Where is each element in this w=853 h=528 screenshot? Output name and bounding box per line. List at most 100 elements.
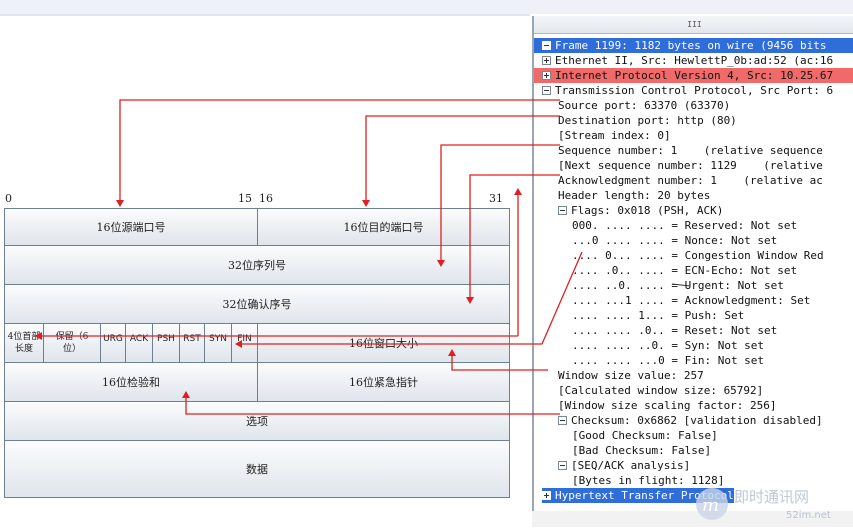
watermark: m 即时通讯网 52im.net	[690, 480, 850, 524]
tree-row-label: ...0 .... .... = Nonce: Not set	[572, 234, 778, 247]
field-options: 选项	[4, 401, 510, 441]
tcp-header-diagram: 16位源端口号 16位目的端口号 32位序列号 32位确认序号 4位首部长度 保…	[4, 208, 510, 498]
tree-row-label: 000. .... .... = Reserved: Not set	[572, 219, 798, 232]
tree-row[interactable]: .... .0.. .... = ECN-Echo: Not set	[572, 263, 797, 278]
tree-row-label: .... .... 1... = Push: Set	[572, 309, 745, 322]
tree-row-label: Flags: 0x018 (PSH, ACK)	[571, 204, 724, 217]
watermark-url: 52im.net	[786, 510, 831, 521]
tree-row-label: Ethernet II, Src: HewlettP_0b:ad:52 (ac:…	[555, 54, 834, 67]
collapse-icon[interactable]	[558, 416, 567, 425]
field-window: 16位窗口大小	[257, 323, 510, 363]
tree-row-label: [SEQ/ACK analysis]	[571, 459, 691, 472]
bit-label-31: 31	[489, 192, 503, 205]
tree-row[interactable]: [Window size scaling factor: 256]	[558, 398, 777, 413]
tree-row[interactable]: Hypertext Transfer Protocol	[542, 488, 734, 503]
tree-row[interactable]: Ethernet II, Src: HewlettP_0b:ad:52 (ac:…	[542, 53, 833, 68]
tree-row-label: .... ...1 .... = Acknowledgment: Set	[572, 294, 811, 307]
field-ack: 32位确认序号	[4, 284, 510, 324]
tree-row[interactable]: Acknowledgment number: 1 (relative ac	[558, 173, 823, 188]
tree-row[interactable]: Flags: 0x018 (PSH, ACK)	[558, 203, 723, 218]
flag-fin: FIN	[231, 323, 258, 363]
flag-ack: ACK	[125, 323, 153, 363]
field-seq: 32位序列号	[4, 245, 510, 285]
tree-row-label: Transmission Control Protocol, Src Port:…	[555, 84, 834, 97]
tree-row[interactable]: .... .... .0.. = Reset: Not set	[572, 323, 777, 338]
expand-icon[interactable]	[542, 491, 551, 500]
tree-row-label: [Calculated window size: 65792]	[558, 384, 764, 397]
tree-row-label: Sequence number: 1 (relative sequence	[558, 144, 823, 157]
tree-row[interactable]: [Bad Checksum: False]	[572, 443, 711, 458]
arrow-source-port	[116, 99, 560, 207]
tree-row-label: .... .... ..0. = Syn: Not set	[572, 339, 765, 352]
tree-row[interactable]: .... 0... .... = Congestion Window Red	[572, 248, 824, 263]
tree-row[interactable]: Destination port: http (80)	[558, 113, 737, 128]
tree-row-label: Checksum: 0x6862 [validation disabled]	[571, 414, 823, 427]
tree-row-label: Header length: 20 bytes	[558, 189, 711, 202]
expand-icon[interactable]	[542, 71, 551, 80]
tree-row[interactable]: .... ..0. .... = Urgent: Not set	[572, 278, 784, 293]
tree-row[interactable]: .... ...1 .... = Acknowledgment: Set	[572, 293, 810, 308]
tree-row[interactable]: [Stream index: 0]	[558, 128, 671, 143]
arrow-destination-port	[362, 115, 560, 207]
expand-icon[interactable]	[542, 56, 551, 65]
tree-row-label: [Good Checksum: False]	[572, 429, 718, 442]
tree-row[interactable]: .... .... 1... = Push: Set	[572, 308, 744, 323]
tree-row-label: Source port: 63370 (63370)	[558, 99, 731, 112]
tree-row-label: [Next sequence number: 1129 (relative	[558, 159, 823, 172]
tree-row-label: Destination port: http (80)	[558, 114, 737, 127]
field-src-port: 16位源端口号	[4, 208, 258, 246]
tree-row-label: .... .0.. .... = ECN-Echo: Not set	[572, 264, 798, 277]
flag-urg: URG	[100, 323, 126, 363]
field-urgent-pointer: 16位紧急指针	[257, 362, 510, 402]
flag-psh: PSH	[152, 323, 180, 363]
tree-row-label: .... .... ...0 = Fin: Not set	[572, 354, 765, 367]
field-checksum: 16位检验和	[4, 362, 258, 402]
tree-row[interactable]: [Next sequence number: 1129 (relative	[558, 158, 823, 173]
field-dst-port: 16位目的端口号	[257, 208, 510, 246]
tree-row[interactable]: [Good Checksum: False]	[572, 428, 718, 443]
tree-row[interactable]: ...0 .... .... = Nonce: Not set	[572, 233, 777, 248]
watermark-logo-icon: m 即时通讯网 52im.net	[696, 488, 831, 521]
field-data: 数据	[4, 440, 510, 498]
tree-row[interactable]: Header length: 20 bytes	[558, 188, 710, 203]
tree-row-label: Frame 1199: 1182 bytes on wire (9456 bit…	[555, 39, 827, 52]
bit-label-0: 0	[5, 192, 12, 205]
tree-row[interactable]: Internet Protocol Version 4, Src: 10.25.…	[534, 68, 853, 83]
watermark-brand: 即时通讯网	[734, 488, 809, 506]
bit-label-15: 15	[238, 192, 252, 205]
tree-row[interactable]: Frame 1199: 1182 bytes on wire (9456 bit…	[534, 38, 853, 53]
bit-label-16: 16	[259, 192, 273, 205]
field-reserved: 保留（6位）	[43, 323, 101, 363]
tree-row-label: Acknowledgment number: 1 (relative ac	[558, 174, 823, 187]
tree-row-label: [Window size scaling factor: 256]	[558, 399, 777, 412]
tree-row-label: Window size value: 257	[558, 369, 704, 382]
tree-row[interactable]: Sequence number: 1 (relative sequence	[558, 143, 823, 158]
tree-row[interactable]: Window size value: 257	[558, 368, 704, 383]
packet-details-pane[interactable]: III Frame 1199: 1182 bytes on wire (9456…	[532, 16, 853, 511]
tree-row[interactable]: [Calculated window size: 65792]	[558, 383, 763, 398]
tree-row[interactable]: .... .... ...0 = Fin: Not set	[572, 353, 764, 368]
top-strip	[0, 14, 530, 16]
tree-row[interactable]: 000. .... .... = Reserved: Not set	[572, 218, 797, 233]
tree-row[interactable]: Source port: 63370 (63370)	[558, 98, 730, 113]
collapse-icon[interactable]	[542, 86, 551, 95]
flag-rst: RST	[179, 323, 205, 363]
tree-row[interactable]: [Bytes in flight: 1128]	[572, 473, 724, 488]
tree-row-label: .... 0... .... = Congestion Window Red	[572, 249, 824, 262]
tree-row-label: [Bytes in flight: 1128]	[572, 474, 725, 487]
pane-grip[interactable]: III	[534, 16, 853, 34]
collapse-icon[interactable]	[542, 41, 551, 50]
bottom-strip	[532, 511, 853, 527]
collapse-icon[interactable]	[558, 461, 567, 470]
tree-row[interactable]: Checksum: 0x6862 [validation disabled]	[558, 413, 823, 428]
tree-row-label: .... ..0. .... = Urgent: Not set	[572, 279, 784, 292]
collapse-icon[interactable]	[558, 206, 567, 215]
tree-row[interactable]: [SEQ/ACK analysis]	[558, 458, 690, 473]
svg-text:m: m	[702, 495, 719, 516]
tree-row[interactable]: Transmission Control Protocol, Src Port:…	[542, 83, 833, 98]
tree-row[interactable]: .... .... ..0. = Syn: Not set	[572, 338, 764, 353]
tree-row-label: [Bad Checksum: False]	[572, 444, 712, 457]
field-header-length: 4位首部长度	[4, 323, 44, 363]
top-bar	[0, 0, 853, 14]
flag-syn: SYN	[204, 323, 232, 363]
